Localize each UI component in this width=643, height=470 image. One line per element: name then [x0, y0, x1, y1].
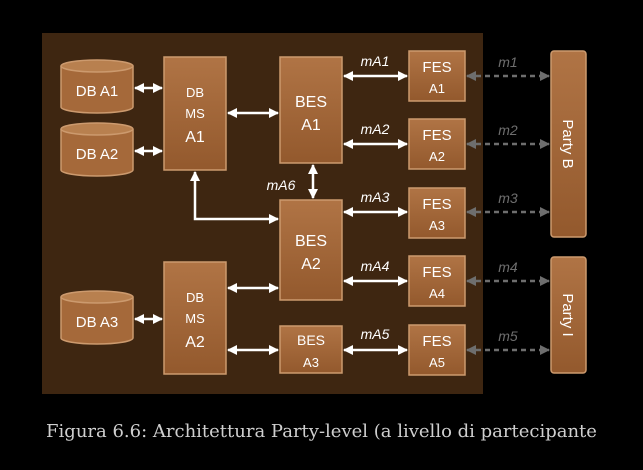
fes-a3-line1: FES [422, 196, 451, 213]
solid-arrows [134, 71, 408, 355]
fes-a1-box: FES A1 [408, 50, 466, 102]
database-db-a2: DB A2 [60, 122, 134, 177]
link-label-ma5: mA5 [361, 326, 390, 342]
link-label-ma3: mA3 [361, 189, 390, 205]
fes-a1-line2: A1 [429, 81, 445, 96]
db-a3-label: DB A3 [76, 314, 119, 331]
link-label-ma6: mA6 [267, 177, 296, 193]
fes-a4-box: FES A4 [408, 255, 466, 307]
fes-a5-line2: A5 [429, 355, 445, 370]
database-db-a1: DB A1 [60, 59, 134, 114]
bes-a1-box: BES A1 [279, 56, 343, 164]
bes-a1-line1: BES [295, 94, 327, 111]
message-label-m4: m4 [498, 259, 518, 275]
fes-a4-line2: A4 [429, 286, 445, 301]
link-label-ma1: mA1 [361, 53, 390, 69]
dbms-a2-line2: MS [185, 311, 205, 326]
arrow-dbms-a1-bes-a2 [190, 171, 279, 224]
fes-a2-box: FES A2 [408, 118, 466, 170]
dbms-a1-line1: DB [186, 85, 204, 100]
party-b-box: Party B [550, 50, 587, 238]
fes-a3-line2: A3 [429, 218, 445, 233]
link-label-ma2: mA2 [361, 121, 390, 137]
bes-a3-line1: BES [297, 332, 325, 348]
message-label-m5: m5 [498, 328, 518, 344]
dbms-a2-line3: A2 [185, 334, 205, 351]
bes-a3-box: BES A3 [279, 325, 343, 374]
dbms-a1-box: DB MS A1 [163, 56, 227, 171]
link-label-ma4: mA4 [361, 258, 390, 274]
fes-a1-line1: FES [422, 59, 451, 76]
message-label-m1: m1 [498, 54, 517, 70]
bes-a3-line2: A3 [303, 355, 319, 370]
bes-a2-line2: A2 [301, 256, 321, 273]
message-label-m3: m3 [498, 190, 518, 206]
fes-a2-line2: A2 [429, 149, 445, 164]
fes-a2-line1: FES [422, 127, 451, 144]
fes-a5-box: FES A5 [408, 324, 466, 376]
database-db-a3: DB A3 [60, 290, 134, 345]
dbms-a2-box: DB MS A2 [163, 261, 227, 375]
db-a1-label: DB A1 [76, 83, 119, 100]
bes-a2-line1: BES [295, 233, 327, 250]
dbms-a2-line1: DB [186, 290, 204, 305]
fes-a5-line1: FES [422, 333, 451, 350]
message-label-m2: m2 [498, 122, 518, 138]
party-i-label: Party I [559, 293, 576, 336]
figure-caption: Figura 6.6: Architettura Party-level (a … [46, 421, 597, 442]
party-i-box: Party I [550, 256, 587, 374]
bes-a2-box: BES A2 [279, 199, 343, 301]
db-a2-label: DB A2 [76, 146, 119, 163]
dashed-arrows [466, 71, 550, 355]
party-b-label: Party B [559, 119, 576, 168]
fes-a3-box: FES A3 [408, 187, 466, 239]
fes-a4-line1: FES [422, 264, 451, 281]
dbms-a1-line2: MS [185, 106, 205, 121]
dbms-a1-line3: A1 [185, 129, 205, 146]
bes-a1-line2: A1 [301, 117, 321, 134]
